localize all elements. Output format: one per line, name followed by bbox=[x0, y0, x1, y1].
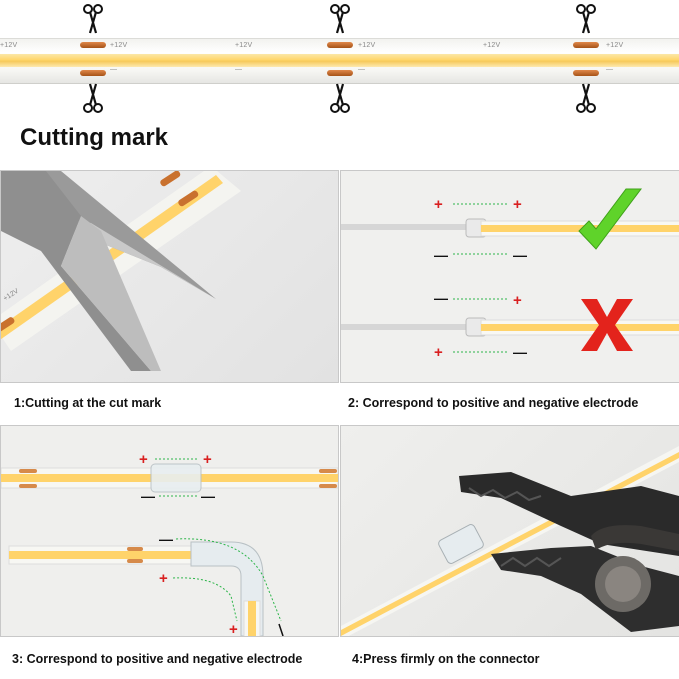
cut-pad bbox=[327, 42, 353, 48]
plus-sign: + bbox=[159, 570, 168, 587]
plus-sign: + bbox=[513, 292, 522, 309]
scissors-icon bbox=[576, 4, 596, 34]
led-strip-diodes bbox=[0, 54, 679, 67]
cross-mark-icon bbox=[581, 299, 633, 351]
plus-sign: + bbox=[513, 196, 522, 213]
plus-sign: + bbox=[434, 196, 443, 213]
cut-pad bbox=[80, 70, 106, 76]
page-title: Cutting mark bbox=[20, 124, 169, 151]
cut-pad bbox=[573, 70, 599, 76]
strip-label-plus: +12V bbox=[0, 42, 18, 49]
strip-label-plus: +12V bbox=[110, 42, 128, 49]
svg-text:+12V: +12V bbox=[2, 288, 20, 303]
scissors-icon bbox=[576, 83, 596, 113]
connector-illustration: + + — — — + + bbox=[1, 451, 338, 636]
plus-sign: + bbox=[203, 451, 212, 468]
minus-sign: — bbox=[141, 488, 155, 504]
step-caption-1: 1:Cutting at the cut mark bbox=[14, 396, 162, 410]
minus-sign: — bbox=[434, 290, 448, 306]
strip-label-plus: +12V bbox=[358, 42, 376, 49]
minus-sign: — bbox=[201, 488, 215, 504]
cut-pad bbox=[573, 42, 599, 48]
plus-sign: + bbox=[139, 451, 148, 468]
step-caption-2: 2: Correspond to positive and negative e… bbox=[348, 396, 639, 410]
minus-sign: — bbox=[159, 531, 173, 547]
step-caption-4: 4:Press firmly on the connector bbox=[352, 652, 540, 666]
plus-sign: + bbox=[434, 344, 443, 361]
step-caption-3: 3: Correspond to positive and negative e… bbox=[12, 652, 303, 666]
strip-label-minus: — bbox=[606, 66, 614, 73]
scissors-icon bbox=[330, 83, 350, 113]
strip-label-plus: +12V bbox=[483, 42, 501, 49]
scissors-icon bbox=[83, 83, 103, 113]
polarity-illustration: + + — — — + + — bbox=[341, 188, 679, 361]
minus-sign: — bbox=[513, 344, 527, 360]
scissors-icon bbox=[330, 4, 350, 34]
scissors-icon bbox=[83, 4, 103, 34]
minus-sign: — bbox=[513, 247, 527, 263]
check-mark-icon bbox=[578, 188, 642, 250]
panel-cutting: +12V bbox=[0, 170, 339, 383]
strip-label-minus: — bbox=[235, 66, 243, 73]
cut-pad bbox=[327, 70, 353, 76]
plus-sign: + bbox=[229, 621, 238, 636]
panel-polarity: + + — — — + + — bbox=[340, 170, 679, 383]
minus-sign: — bbox=[434, 247, 448, 263]
cutting-illustration: +12V bbox=[1, 171, 241, 371]
panel-press-connector bbox=[340, 425, 679, 637]
strip-label-plus: +12V bbox=[235, 42, 253, 49]
strip-label-minus: — bbox=[110, 66, 118, 73]
strip-label-plus: +12V bbox=[606, 42, 624, 49]
panel-connector-polarity: + + — — — + + bbox=[0, 425, 339, 637]
strip-label-minus: — bbox=[358, 66, 366, 73]
pliers-illustration bbox=[341, 446, 679, 636]
cut-pad bbox=[80, 42, 106, 48]
